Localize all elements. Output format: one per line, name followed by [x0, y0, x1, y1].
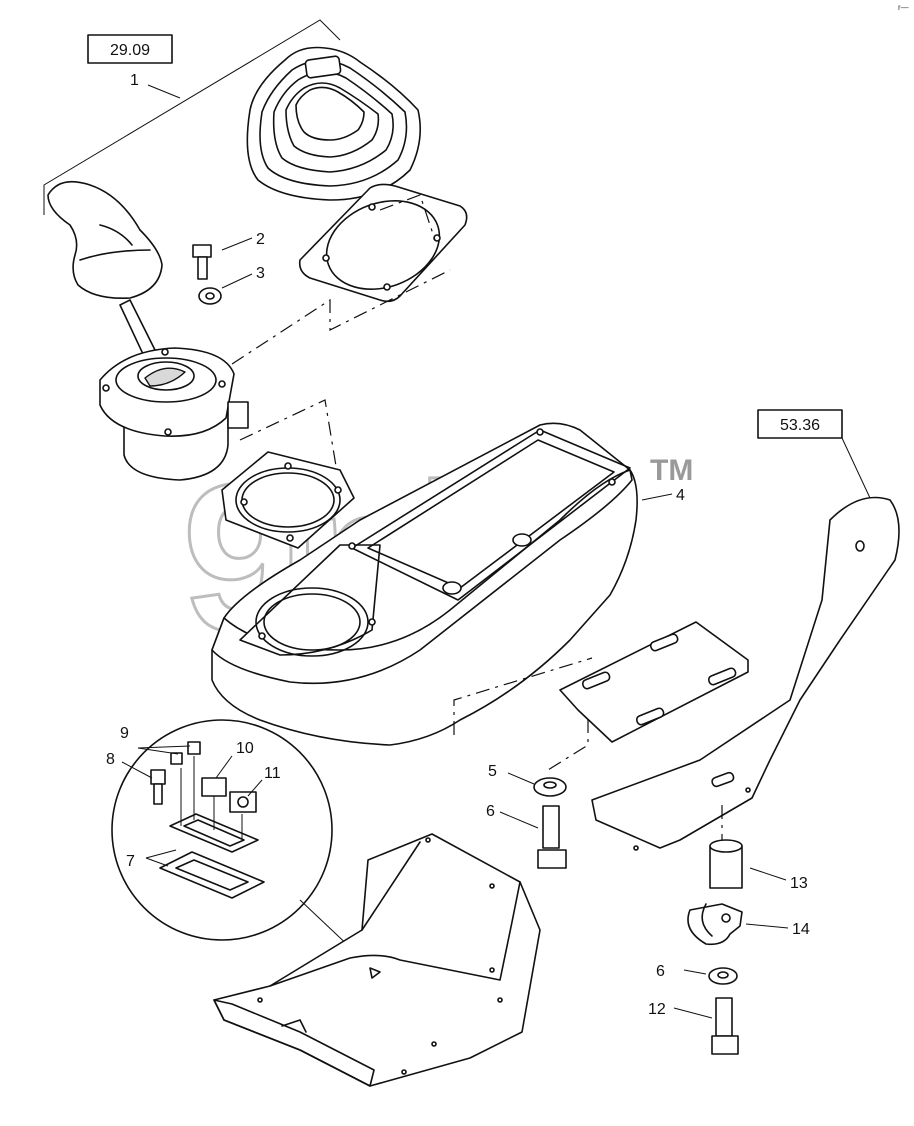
- base-gasket-plate: [221, 451, 355, 549]
- callout-10: 10: [236, 740, 254, 757]
- callout-11: 11: [264, 765, 281, 782]
- console-housing-part: [211, 422, 638, 746]
- detail-circle: [111, 719, 333, 941]
- cap-screw-part-8: [150, 769, 166, 805]
- callout-12: 12: [648, 1001, 666, 1018]
- rubber-boot-part: [246, 46, 421, 201]
- mounting-bracket-part: [559, 496, 900, 851]
- leader-1: [147, 84, 181, 99]
- callout-14: 14: [792, 921, 810, 938]
- callout-3: 3: [256, 265, 265, 282]
- callout-7: 7: [126, 853, 135, 870]
- connector-frame-part: [169, 813, 259, 853]
- gasket-part-7: [159, 851, 265, 899]
- block-part-10: [201, 777, 227, 797]
- callout-8: 8: [106, 751, 115, 768]
- clamp-part-14: [687, 903, 743, 946]
- bolt-part-2: [192, 244, 212, 280]
- callout-2: 2: [256, 231, 265, 248]
- ref-box-29-09[interactable]: 29.09: [87, 34, 173, 64]
- callout-5: 6: [486, 803, 495, 820]
- callout-13: 13: [790, 875, 808, 892]
- plug-part-9b: [187, 741, 201, 755]
- spacer-part-13: [709, 839, 743, 889]
- callout-6-upper: 5: [488, 763, 497, 780]
- group-1-bracket: [43, 19, 341, 215]
- washer-part-6b: [708, 967, 738, 985]
- ref-box-53-36[interactable]: 53.36: [757, 409, 843, 439]
- ref-box-29-09-label: 29.09: [110, 42, 150, 59]
- block-part-11: [229, 791, 257, 813]
- callout-6-lower: 6: [656, 963, 665, 980]
- ref-box-53-36-label: 53.36: [780, 417, 820, 434]
- watermark-tm: TM: [650, 454, 693, 487]
- corner-mark: r—: [898, 3, 909, 12]
- boot-mounting-plate: [298, 183, 468, 303]
- plug-part-9a: [170, 752, 183, 765]
- joystick-base-part: [99, 347, 249, 481]
- bolt-part-12: [711, 997, 739, 1055]
- callout-9: 9: [120, 725, 129, 742]
- floor-tray-part: [213, 833, 541, 1087]
- callout-1: 1: [130, 72, 139, 89]
- callout-4: 4: [676, 487, 685, 504]
- washer-part-6a: [533, 777, 567, 797]
- washer-part-3: [198, 287, 222, 305]
- bolt-part-5: [537, 805, 567, 869]
